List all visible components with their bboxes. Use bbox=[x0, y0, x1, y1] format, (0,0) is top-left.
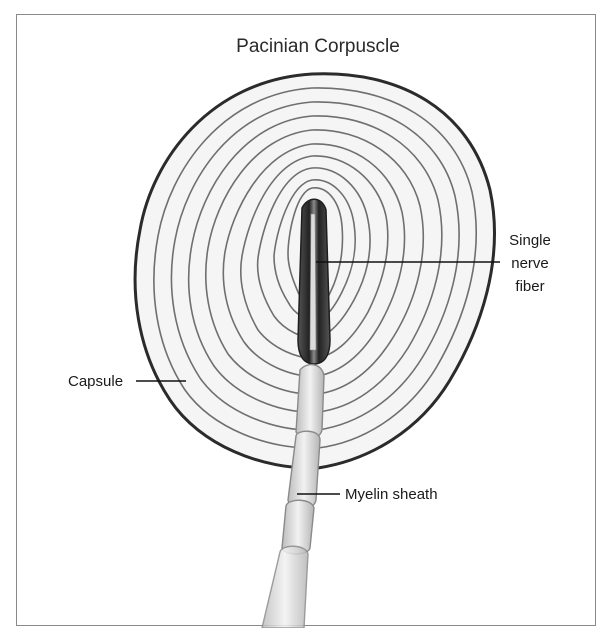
label-nerve-fiber-line2: nerve bbox=[511, 255, 549, 272]
label-nerve-fiber-line3: fiber bbox=[515, 278, 544, 295]
nerve-ending bbox=[310, 214, 316, 350]
label-capsule: Capsule bbox=[68, 373, 123, 390]
label-nerve-fiber-line1: Single bbox=[509, 232, 551, 249]
label-myelin-sheath: Myelin sheath bbox=[345, 486, 438, 503]
diagram-title: Pacinian Corpuscle bbox=[236, 36, 400, 57]
